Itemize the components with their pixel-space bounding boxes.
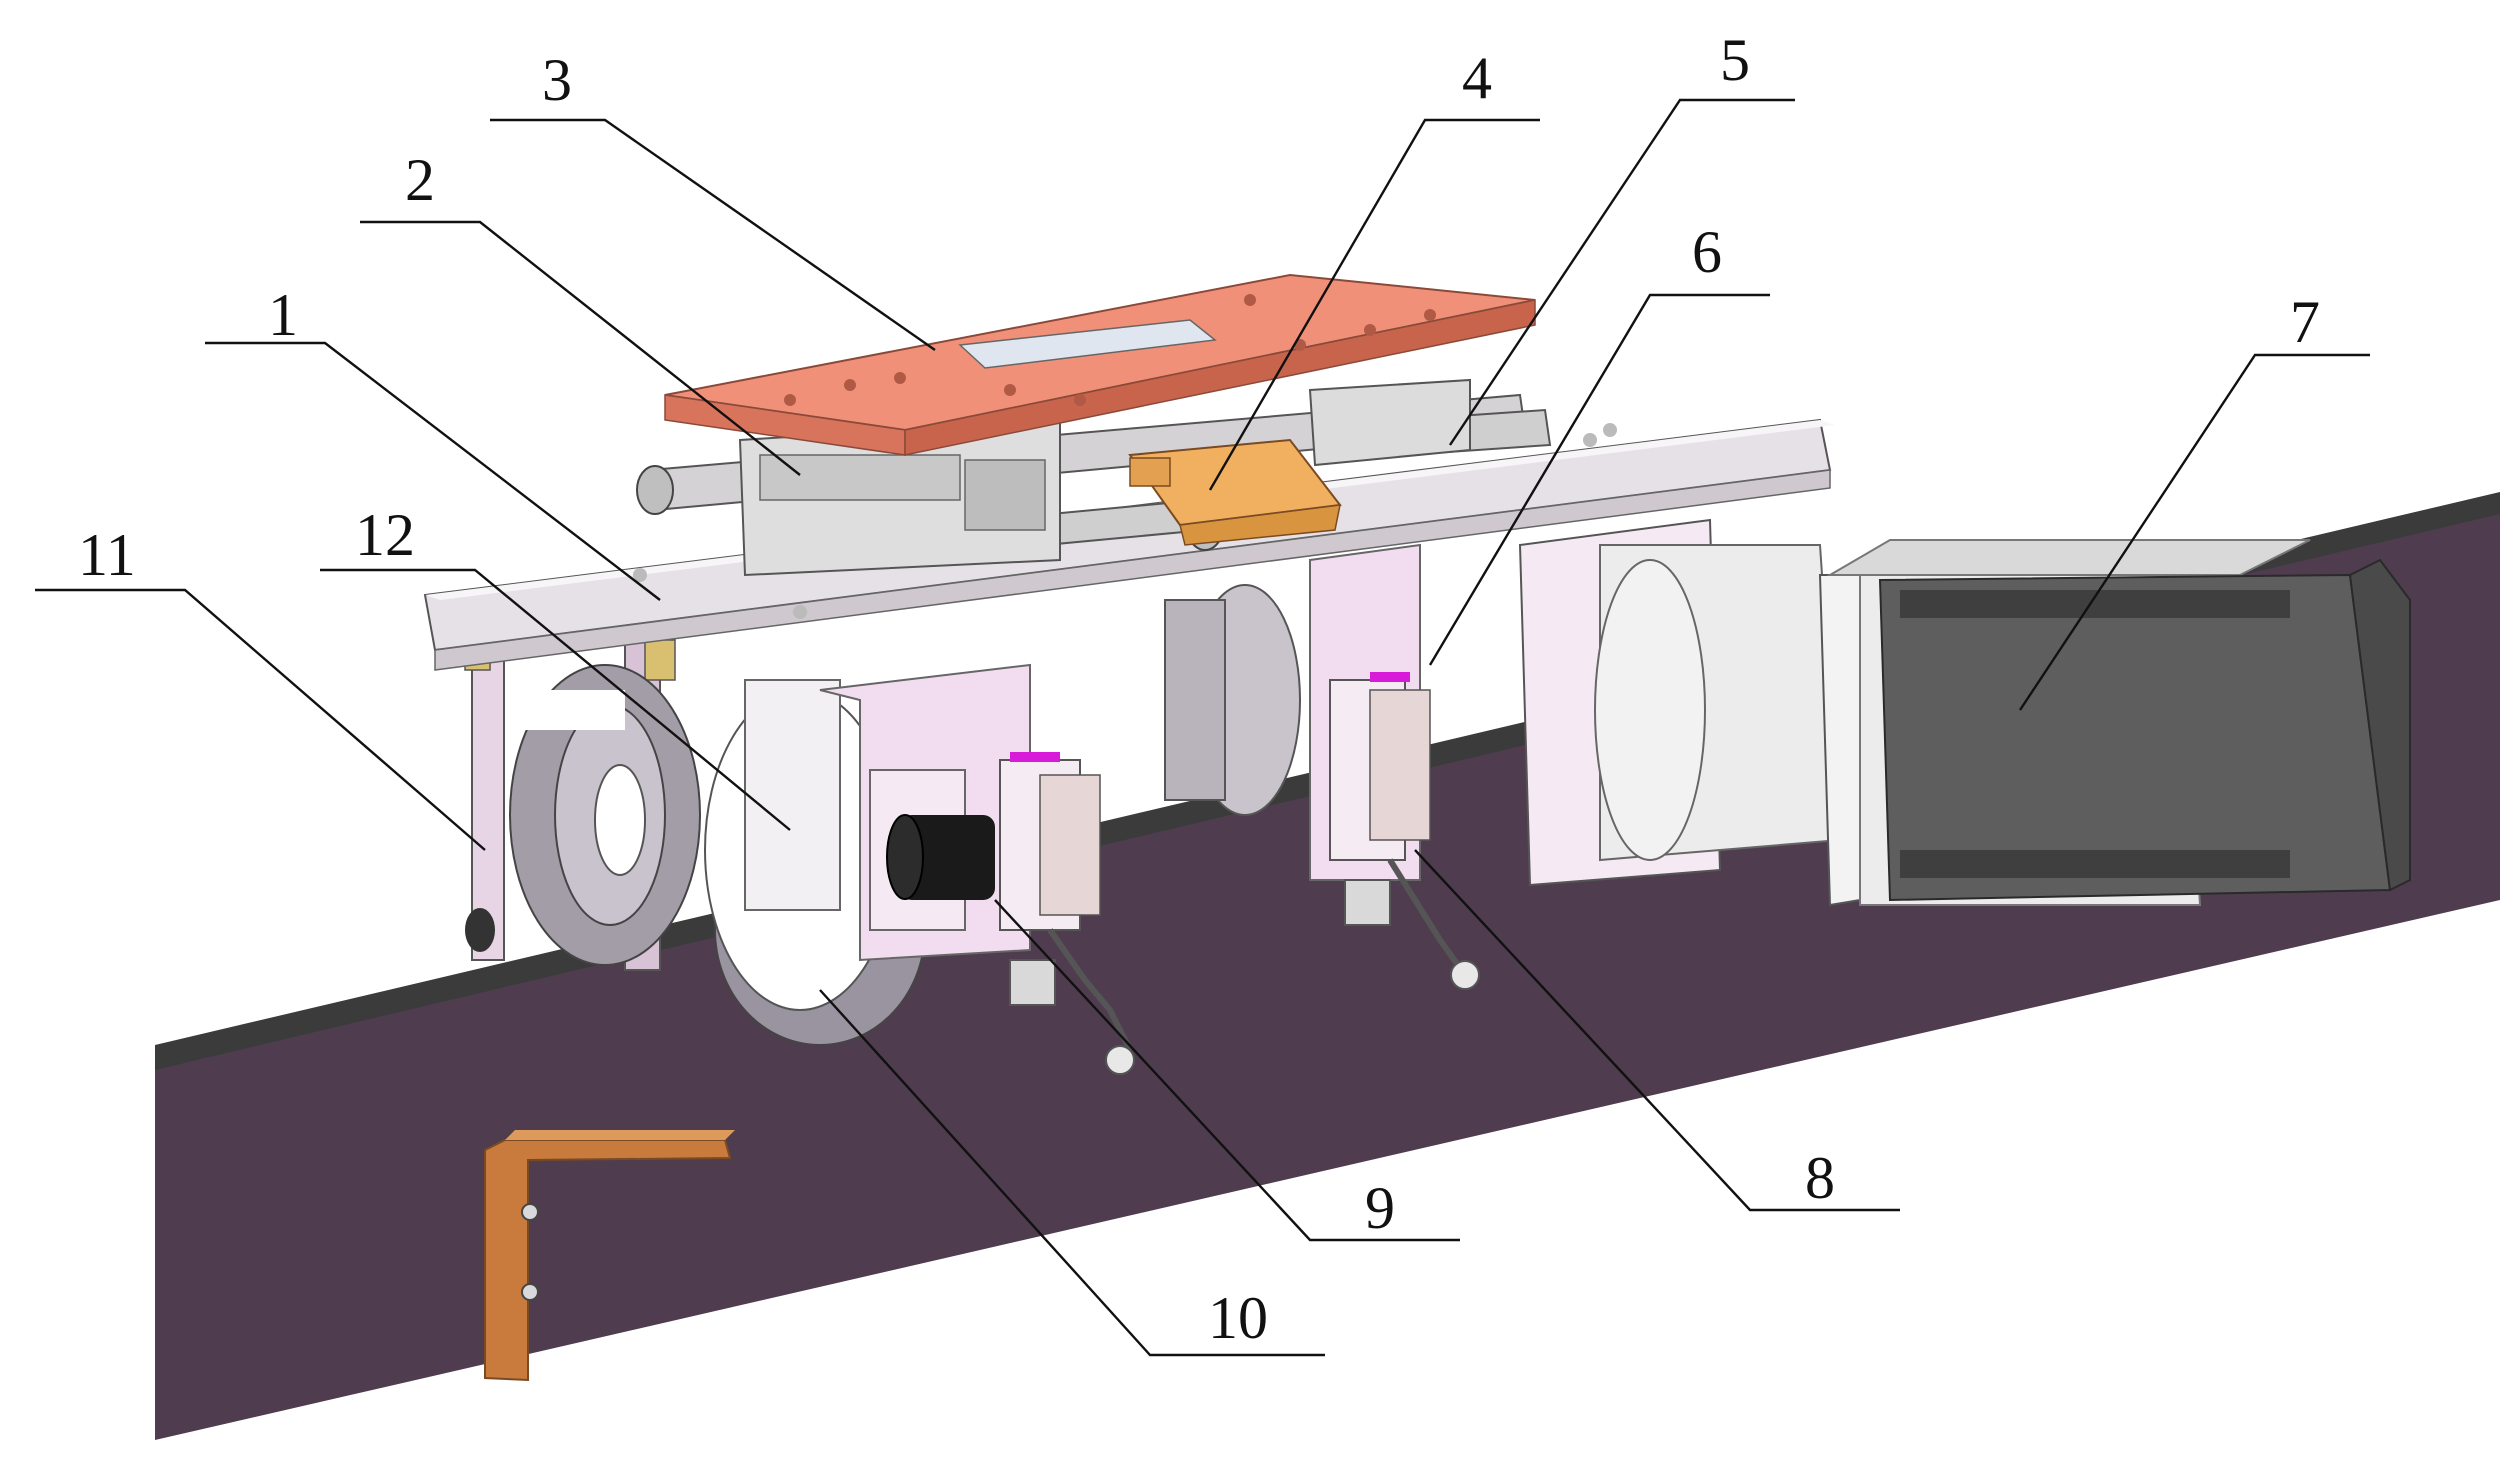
callout-5: 5	[1720, 27, 1750, 93]
leader-6	[1428, 293, 1770, 666]
callout-7: 7	[2290, 289, 2320, 355]
top-plate	[664, 273, 1536, 456]
callout-10: 10	[1208, 1285, 1268, 1351]
leader-2	[360, 220, 801, 476]
leader-5	[1449, 98, 1795, 446]
leader-4	[1208, 118, 1540, 491]
trigger-plate	[484, 1130, 735, 1382]
callout-2: 2	[405, 147, 435, 213]
leader-1	[205, 341, 661, 601]
limit-switch-left	[999, 752, 1135, 1075]
encoder	[886, 814, 995, 900]
callout-4: 4	[1462, 45, 1492, 111]
callout-12: 12	[355, 502, 415, 568]
leader-9	[994, 899, 1460, 1242]
motor	[1818, 539, 2411, 907]
leader-3	[490, 118, 936, 351]
leader-10	[819, 989, 1325, 1357]
limit-switch-right	[1329, 672, 1480, 990]
slider-block	[738, 378, 1471, 577]
callout-3: 3	[542, 47, 572, 113]
callout-6: 6	[1692, 219, 1722, 285]
left-wheel	[509, 664, 701, 966]
rear-wheel	[1164, 584, 1301, 816]
callout-labels: 1 2 3 4 5 6 7 8 9 10 11 12	[78, 27, 2320, 1351]
leader-11	[35, 588, 486, 851]
leader-12	[320, 568, 791, 831]
callout-11: 11	[78, 522, 136, 588]
callout-1: 1	[268, 282, 298, 348]
leader-lines	[35, 98, 2370, 1357]
leader-8	[1414, 849, 1900, 1212]
callout-9: 9	[1365, 1175, 1395, 1241]
callout-8: 8	[1805, 1145, 1835, 1211]
leader-7	[2018, 353, 2370, 711]
gear-reducer	[1518, 518, 1842, 887]
